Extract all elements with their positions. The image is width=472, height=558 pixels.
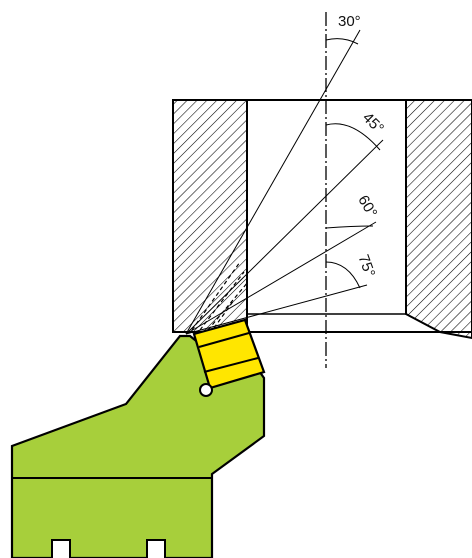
clamp-screw-hole — [199, 383, 213, 397]
insert-chipbreaker-top — [198, 332, 250, 348]
arc-30 — [325, 38, 359, 45]
insert-chipbreaker-bottom — [203, 357, 259, 373]
angle-label-45: 45° — [359, 109, 387, 137]
right-wall-section — [405, 99, 472, 340]
angle-arcs — [325, 38, 381, 289]
ray-60 — [185, 221, 377, 335]
arc-45 — [325, 123, 381, 151]
ray-75 — [185, 284, 368, 335]
angle-label-60: 60° — [354, 192, 380, 220]
left-wall-section — [172, 99, 248, 333]
angle-label-30: 30° — [338, 13, 361, 30]
ray-30 — [185, 29, 361, 335]
arc-75 — [325, 261, 361, 289]
workpiece — [172, 99, 472, 340]
alternative-insert-positions — [191, 261, 249, 331]
ray-45 — [185, 139, 384, 335]
holder-slot-right — [146, 539, 166, 558]
angle-label-75: 75° — [354, 252, 378, 279]
arc-60 — [325, 225, 374, 229]
angle-rays — [185, 29, 384, 335]
holder-slot-left — [51, 539, 71, 558]
